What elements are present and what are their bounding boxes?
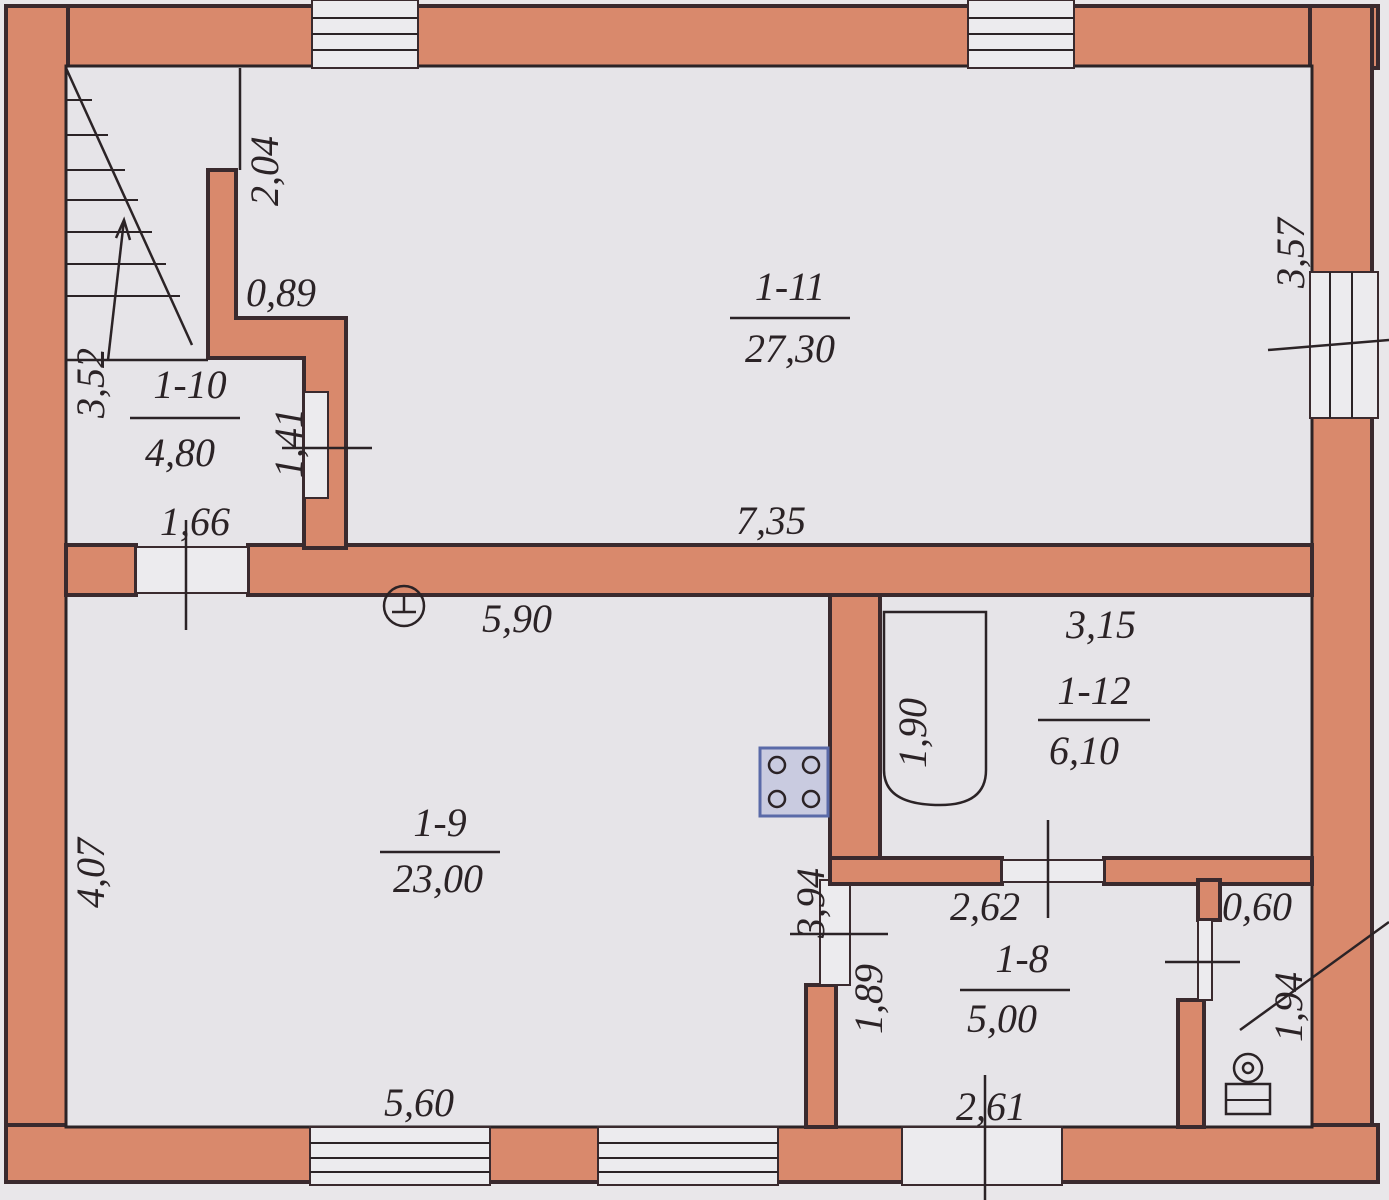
dimension-0-60: 0,60 (1222, 884, 1292, 929)
wall-horizontal-middle (246, 543, 1314, 597)
dimension-1-94: 1,94 (1266, 972, 1311, 1042)
room-area-1-8: 5,00 (967, 996, 1037, 1041)
dimension-1-66: 1,66 (160, 499, 230, 544)
dimension-5-90: 5,90 (482, 596, 552, 641)
door-1-9-to-1-8 (790, 879, 888, 986)
dimension-2-62: 2,62 (950, 884, 1020, 929)
dimension-1-89: 1,89 (846, 964, 891, 1034)
room-id-1-11: 1-11 (755, 264, 825, 309)
dimension-3-94: 3,94 (788, 868, 833, 939)
dimension-3-57: 3,57 (1268, 216, 1313, 289)
room-area-1-10: 4,80 (145, 430, 215, 475)
room-label-1-9: 1-9 23,00 (380, 800, 500, 901)
wall-vertical-kitchen (828, 593, 882, 882)
staircase (64, 67, 194, 361)
room-label-1-11: 1-11 27,30 (730, 264, 850, 371)
dimension-7-35: 7,35 (736, 498, 806, 543)
wall-wc-bottom (1176, 998, 1206, 1129)
room-area-1-9: 23,00 (393, 856, 483, 901)
dimension-3-52: 3,52 (68, 348, 113, 419)
outer-wall-right (1308, 4, 1374, 1184)
dimension-0-89: 0,89 (246, 270, 316, 315)
leader-line-wc (1239, 920, 1389, 1032)
window-bottom-middle (597, 1126, 779, 1186)
outer-wall-top (4, 4, 1380, 70)
window-top-right (967, 0, 1075, 69)
wall-horizontal-bath (828, 856, 1004, 886)
dimension-3-15: 3,15 (1065, 602, 1136, 647)
room-label-1-8: 1-8 5,00 (960, 936, 1070, 1041)
room-id-1-12: 1-12 (1057, 668, 1130, 713)
door-bottom-right (901, 1075, 1063, 1200)
door-1-10 (135, 520, 249, 630)
room-area-1-12: 6,10 (1049, 728, 1119, 773)
toilet-icon (1224, 1052, 1272, 1116)
dimension-1-41: 1,41 (266, 408, 311, 478)
room-id-1-10: 1-10 (153, 362, 226, 407)
room-label-1-12: 1-12 6,10 (1038, 668, 1150, 773)
wall-wc-top (1196, 878, 1222, 922)
wall-horizontal-left (64, 543, 138, 597)
bathtub-icon (882, 610, 988, 807)
stove-icon (758, 746, 830, 818)
dimension-4-07: 4,07 (68, 836, 113, 908)
dimension-2-61: 2,61 (956, 1084, 1026, 1129)
room-id-1-9: 1-9 (413, 800, 466, 845)
dimension-1-90: 1,90 (890, 698, 935, 768)
door-1-10-to-1-11 (282, 391, 372, 499)
window-top-left (311, 0, 419, 69)
wall-vertical-kitchen-lower (804, 983, 838, 1129)
entrance-marker-icon (382, 584, 426, 628)
door-1-12 (1001, 820, 1105, 918)
dimension-5-60: 5,60 (384, 1080, 454, 1125)
outer-wall-left (4, 4, 70, 1184)
window-right (1267, 271, 1389, 419)
door-wc (1165, 919, 1240, 1001)
window-bottom-left (309, 1126, 491, 1186)
room-area-1-11: 27,30 (745, 326, 835, 371)
room-label-1-10: 1-10 4,80 (130, 362, 240, 475)
dimension-2-04: 2,04 (242, 136, 287, 206)
room-id-1-8: 1-8 (995, 936, 1048, 981)
